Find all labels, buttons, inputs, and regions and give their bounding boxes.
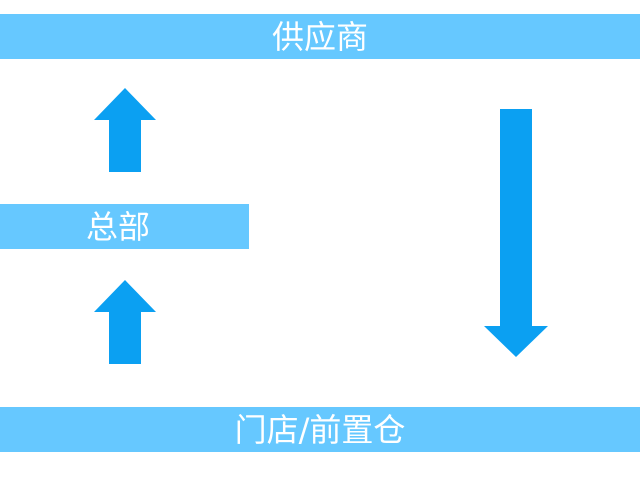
down-arrow-supplier-to-store — [484, 109, 548, 357]
up-arrow-store-to-hq — [94, 280, 156, 364]
headquarters-label: 总部 — [86, 207, 151, 246]
store-node: 门店/前置仓 — [0, 407, 640, 452]
headquarters-node: 总部 — [0, 204, 249, 249]
supplier-label: 供应商 — [271, 17, 368, 56]
supplier-node: 供应商 — [0, 14, 640, 59]
store-label: 门店/前置仓 — [234, 410, 406, 449]
up-arrow-hq-to-supplier — [94, 88, 156, 172]
